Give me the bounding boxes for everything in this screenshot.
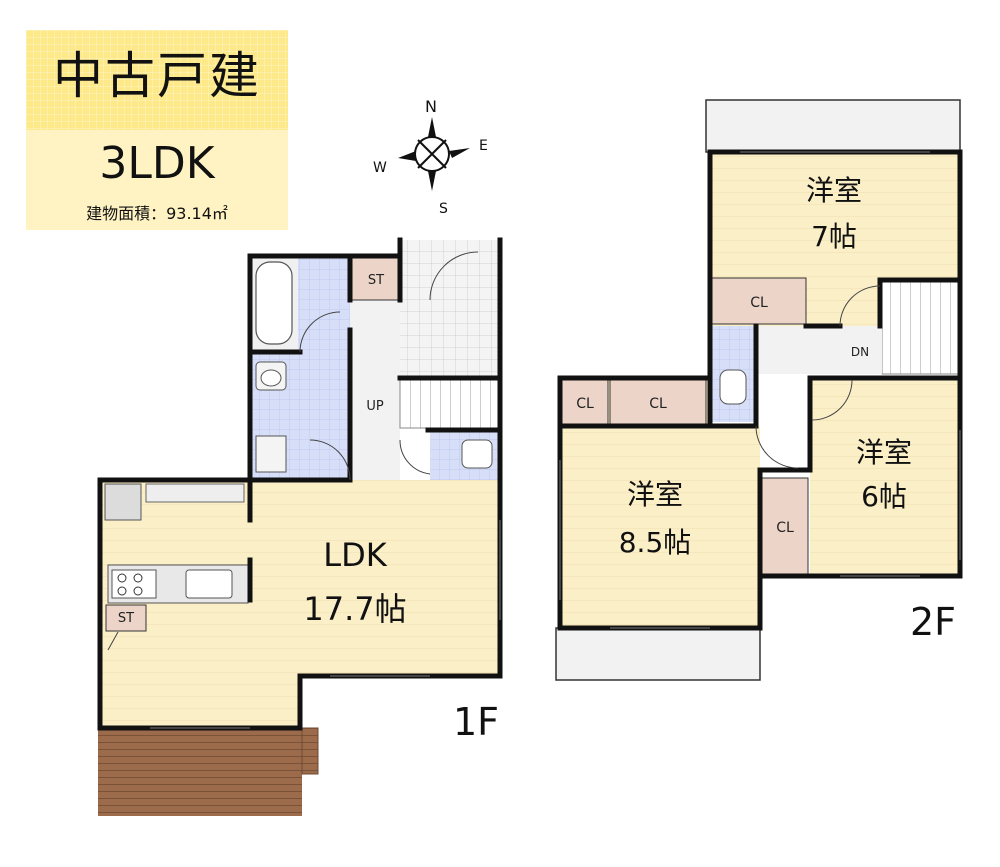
room-c-name: 洋室	[627, 478, 683, 511]
storage-label: ST	[368, 273, 384, 288]
closet-room-a	[711, 277, 807, 325]
floor-label-1f: 1F	[453, 700, 500, 744]
balcony-north	[705, 99, 961, 153]
wood-deck	[98, 728, 302, 816]
floor-2-plan: CL DN CL CL CL	[555, 99, 963, 681]
room-b-name: 洋室	[856, 436, 912, 469]
compass-w: W	[373, 160, 387, 176]
room-c	[560, 378, 760, 628]
ldk-room	[100, 480, 500, 728]
room-a-name: 洋室	[806, 174, 862, 207]
ldk-size: 17.7帖	[303, 590, 406, 628]
room-c-size: 8.5帖	[619, 526, 692, 559]
compass-n: N	[425, 97, 437, 116]
floor-area: 建物面積：93.14㎡	[86, 204, 228, 223]
floor-label-2f: 2F	[910, 600, 957, 644]
floor-1-plan: ST UP ST	[97, 237, 503, 816]
title-band	[26, 30, 288, 130]
bathtub-icon	[255, 261, 293, 345]
closet-label-c2: CL	[649, 396, 667, 412]
room-a-size: 7帖	[811, 220, 857, 253]
layout-type: 3LDK	[99, 138, 215, 189]
compass-e: E	[479, 138, 488, 154]
stair-down-label: DN	[851, 345, 869, 359]
balcony-south	[555, 627, 761, 681]
compass-icon: N E S W	[373, 97, 488, 217]
closet-label-a: CL	[750, 295, 768, 311]
room-b	[810, 378, 960, 576]
closet-label-c1: CL	[576, 396, 594, 412]
ldk-name: LDK	[323, 536, 387, 574]
closet-label-b: CL	[776, 520, 794, 536]
room-b-size: 6帖	[861, 480, 907, 513]
stair-up-label: UP	[366, 399, 384, 414]
kitchen-storage-label: ST	[118, 611, 134, 626]
compass-s: S	[439, 201, 448, 217]
sink-icon	[255, 435, 287, 473]
property-type-title: 中古戸建	[53, 47, 261, 105]
